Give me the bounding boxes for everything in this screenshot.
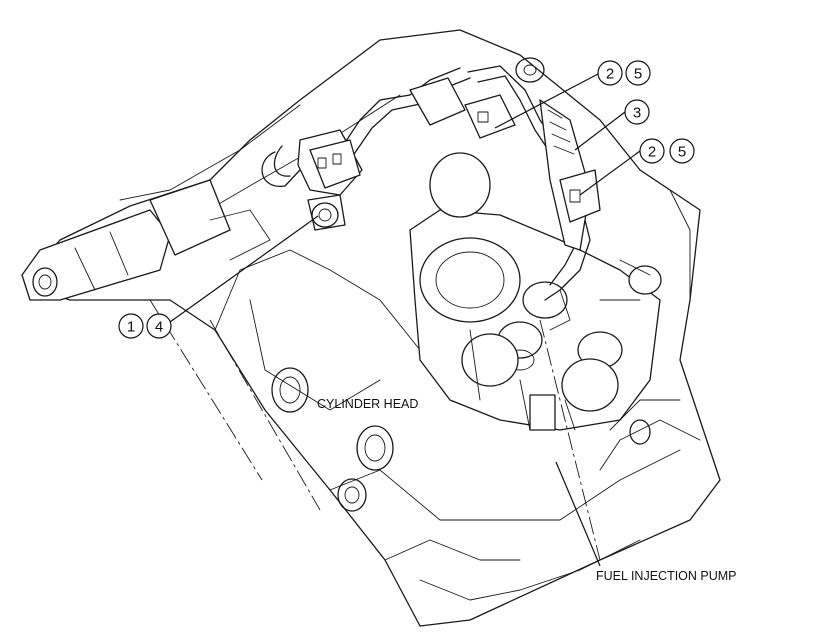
manifold-stub [21,179,271,301]
fuel-injection-pump-label: FUEL INJECTION PUMP [596,569,737,583]
svg-text:3: 3 [633,105,641,122]
svg-text:2: 2 [648,144,656,161]
fuel-injection-pump-body [409,152,662,431]
cylinder-head-label: CYLINDER HEAD [317,397,418,411]
head-bores [271,367,651,512]
svg-text:2: 2 [606,66,614,83]
callout-5-upper: 5 [625,60,651,86]
svg-text:4: 4 [155,319,163,336]
callout-4: 4 [146,313,172,339]
callout-1: 1 [118,313,144,339]
sensor-1-4 [297,129,363,231]
connector-2-5-upper [409,57,545,139]
svg-text:1: 1 [127,319,135,336]
svg-text:5: 5 [634,66,642,83]
callout-5-lower: 5 [669,138,695,164]
callout-2-lower: 2 [639,138,665,164]
callout-3: 3 [624,99,650,125]
svg-text:5: 5 [678,144,686,161]
connector-2-5-lower [539,99,601,251]
callout-2-upper: 2 [597,60,623,86]
leader-lines [169,73,641,567]
